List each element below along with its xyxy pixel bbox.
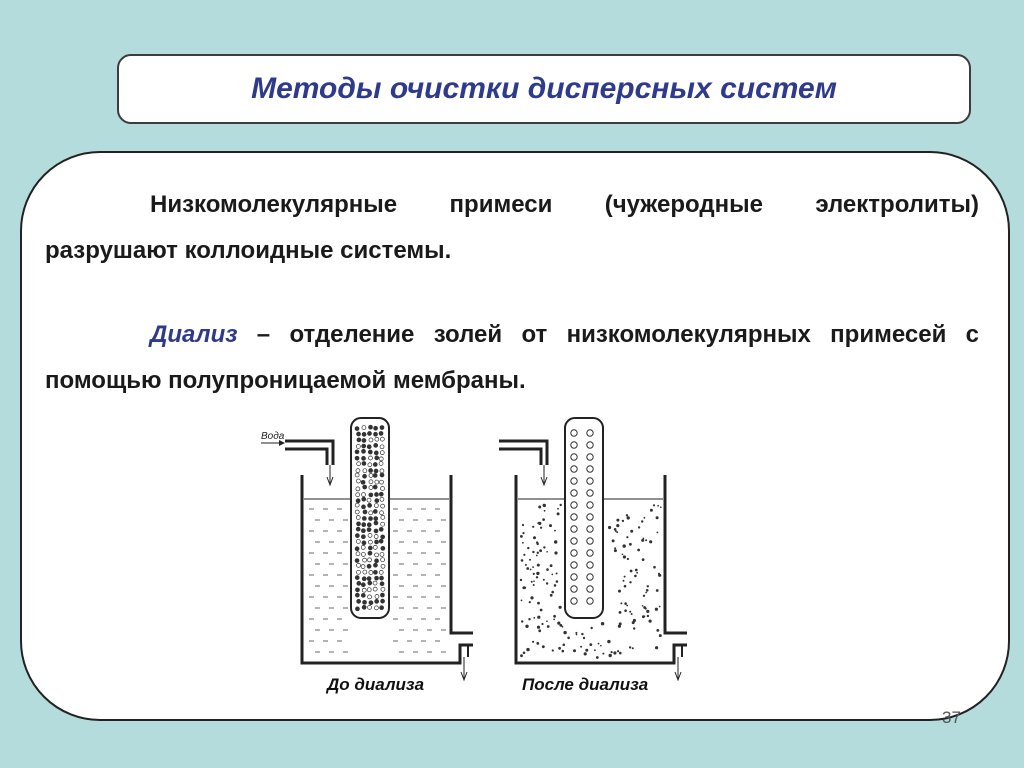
sol-particles-before (354, 424, 386, 612)
vessel-after (514, 475, 687, 665)
paragraph-impurities: Низкомолекулярные примеси (чужеродные эл… (45, 191, 979, 264)
sol-particles-after (570, 429, 594, 605)
dialysis-definition: – отделение золей от низкомолекулярных п… (45, 321, 979, 394)
inlet-pipe-after (499, 439, 549, 465)
inlet-pipe (285, 439, 335, 465)
vessel-before (300, 475, 473, 665)
apparatus-after (499, 417, 687, 682)
title-box: Методы очистки дисперсных систем (117, 54, 971, 124)
water-label: Вода (261, 431, 285, 442)
slide-title: Методы очистки дисперсных систем (251, 72, 837, 105)
caption-before-dialysis: До диализа (327, 675, 425, 694)
electrolyte-dots-after (519, 503, 662, 659)
paragraph-dialysis: Диализ – отделение золей от низкомолекул… (45, 312, 979, 404)
page-number: 37 (942, 708, 961, 727)
solution-dashes-before (309, 508, 446, 653)
term-dialysis: Диализ (150, 321, 238, 348)
apparatus-before: Вода (261, 417, 473, 682)
caption-after-dialysis: После диализа (522, 675, 649, 694)
dialysis-diagram: Вода (261, 417, 687, 682)
